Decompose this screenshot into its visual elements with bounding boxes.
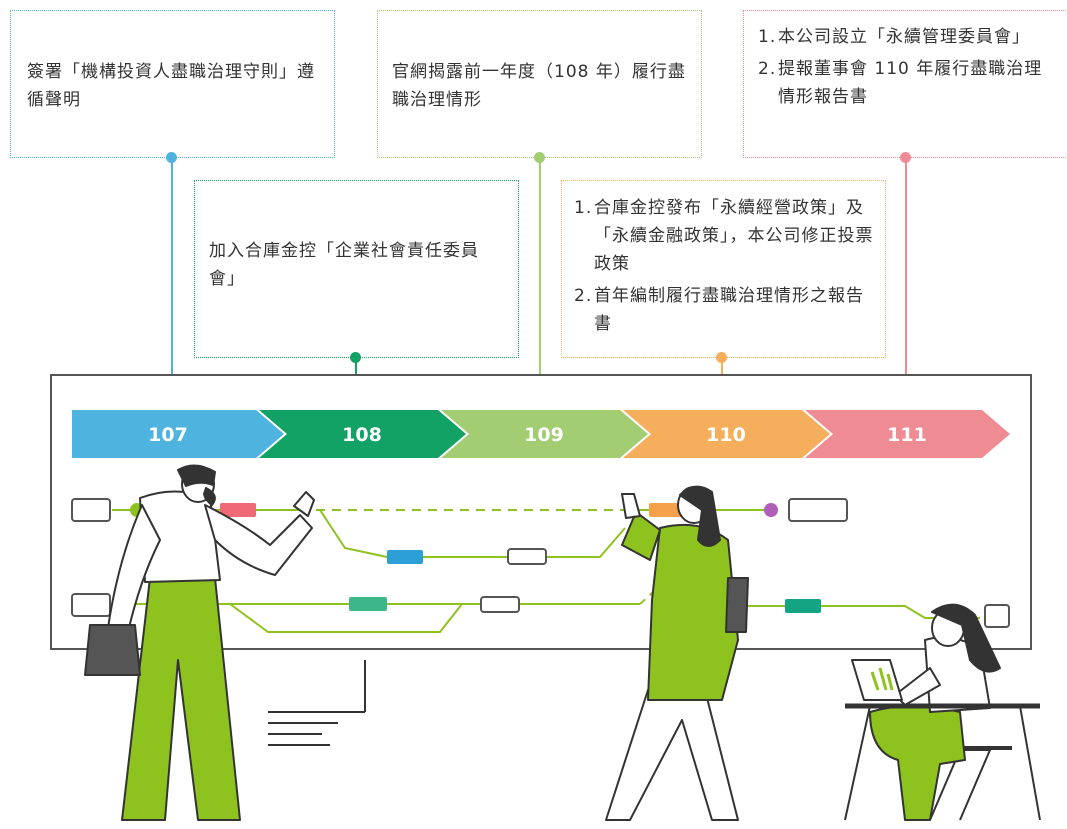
track-box [984, 604, 1010, 628]
milestone-text-107: 簽署「機構投資人盡職治理守則」遵循聲明 [27, 62, 315, 110]
year-arrow-108: 108 [259, 410, 466, 458]
milestone-item: 1. 合庫金控發布「永續經營政策」及「永續金融政策」，本公司修正投票政策 [574, 194, 875, 278]
milestone-item: 2. 首年編制履行盡職治理情形之報告書 [574, 282, 875, 338]
track-box [71, 498, 111, 522]
item-text: 提報董事會 110 年履行盡職治理情形報告書 [778, 59, 1043, 107]
connector-dot-111 [900, 152, 911, 163]
milestone-note-110: 1. 合庫金控發布「永續經營政策」及「永續金融政策」，本公司修正投票政策 2. … [561, 180, 886, 358]
milestone-note-108: 加入合庫金控「企業社會責任委員會」 [194, 180, 519, 358]
item-text: 合庫金控發布「永續經營政策」及「永續金融政策」，本公司修正投票政策 [594, 198, 874, 274]
item-number: 1. [758, 27, 777, 47]
track-marker [785, 599, 821, 613]
milestone-text-108: 加入合庫金控「企業社會責任委員會」 [209, 241, 479, 289]
connector-dot-108 [350, 352, 361, 363]
end-node [764, 503, 778, 517]
track-marker [649, 503, 685, 517]
track-box [480, 596, 520, 613]
illustration-man [84, 464, 315, 821]
year-arrow-111: 111 [805, 410, 1010, 458]
year-label-110: 110 [706, 424, 746, 446]
track-marker [220, 503, 256, 517]
illustration-woman-sitting [844, 603, 1041, 821]
connector-dot-110 [716, 352, 727, 363]
item-number: 2. [574, 286, 593, 306]
connector-dot-109 [534, 152, 545, 163]
milestone-item: 1. 本公司設立「永續管理委員會」 [758, 23, 1057, 51]
item-number: 1. [574, 198, 593, 218]
track-marker [349, 597, 387, 611]
track-nodes [71, 498, 1010, 628]
track-box [71, 593, 111, 617]
year-arrow-107: 107 [72, 410, 284, 458]
year-arrow-109: 109 [441, 410, 648, 458]
year-label-111: 111 [887, 424, 927, 446]
illustration-woman-standing [605, 485, 749, 821]
connector-111 [905, 158, 907, 404]
track-marker [387, 550, 423, 564]
item-text: 本公司設立「永續管理委員會」 [778, 27, 1030, 47]
year-label-109: 109 [524, 424, 564, 446]
milestone-note-107: 簽署「機構投資人盡職治理守則」遵循聲明 [10, 10, 335, 158]
connector-dot-107 [166, 152, 177, 163]
connector-107 [171, 158, 173, 404]
year-label-108: 108 [342, 424, 382, 446]
track-box [507, 548, 547, 565]
milestone-note-111: 1. 本公司設立「永續管理委員會」 2. 提報董事會 110 年履行盡職治理情形… [743, 10, 1067, 158]
track-box [788, 498, 848, 522]
milestone-text-109: 官網揭露前一年度（108 年）履行盡職治理情形 [392, 62, 686, 110]
milestone-item: 2. 提報董事會 110 年履行盡職治理情形報告書 [758, 55, 1057, 111]
item-number: 2. [758, 59, 777, 79]
year-arrow-110: 110 [623, 410, 830, 458]
item-text: 首年編制履行盡職治理情形之報告書 [594, 286, 864, 334]
year-label-107: 107 [148, 424, 188, 446]
illustration-papers [268, 660, 366, 746]
milestone-note-109: 官網揭露前一年度（108 年）履行盡職治理情形 [377, 10, 702, 158]
connector-109 [539, 158, 541, 404]
